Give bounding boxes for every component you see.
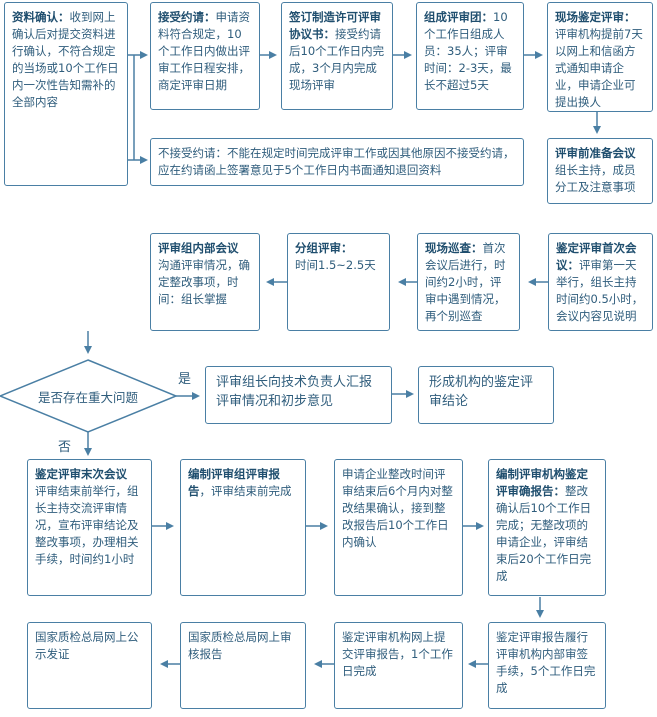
- decision-yes-label: 是: [178, 372, 192, 387]
- node-internal-meeting: 评审组内部会议沟通评审情况，确定整改事项，时间：组长掌握: [150, 233, 260, 331]
- node-reject-invitation: 不接受约请：不能在规定时间完成评审工作或因其他原因不接受约请，应在约请函上签署意…: [150, 138, 524, 186]
- node-prep-meeting: 评审前准备会议组长主持，成员分工及注意事项: [547, 138, 653, 204]
- decision-label: 是否存在重大问题: [37, 390, 138, 405]
- decision-no-label: 否: [58, 440, 72, 455]
- node-first-meeting: 鉴定评审首次会议：评审第一天举行，组长主持时间约0.5小时，会议内容见说明: [548, 233, 653, 331]
- node-onsite-review: 现场鉴定评审：评审机构提前7天以网上和信函方式通知申请企业，申请企业可提出换人: [547, 2, 653, 112]
- node-report-to-tech-lead: 评审组长向技术负责人汇报评审情况和初步意见: [205, 366, 392, 424]
- node-aqsiq-review: 国家质检总局网上审核报告: [180, 622, 306, 709]
- node-agency-report: 编制评审机构鉴定评审确报告：整改确认后10个工作日完成；无整改项的申请企业，评审…: [488, 459, 606, 596]
- node-form-team: 组成评审团：10个工作日组成人员：35人；评审时间：2-3天，最长不超过5天: [416, 2, 524, 110]
- node-internal-signoff: 鉴定评审报告履行评审机构内部审签手续，5个工作日完成: [488, 622, 606, 709]
- node-online-submit: 鉴定评审机构网上提交评审报告，1个工作日完成: [334, 622, 463, 709]
- node-aqsiq-publish: 国家质检总局网上公示发证: [27, 622, 152, 709]
- node-rectification: 申请企业整改时间评审结束后6个月内对整改结果确认，接到整改报告后10个工作日内确…: [334, 459, 463, 596]
- node-group-review: 分组评审：时间1.5~2.5天: [287, 233, 390, 331]
- node-final-meeting: 鉴定评审末次会议评审结束前举行，组长主持交流评审情况，宣布评审结论及整改事项，办…: [27, 459, 152, 596]
- node-data-confirmation: 资料确认：收到网上确认后对提交资料进行确认，不符合规定的当场或10个工作日内一次…: [4, 2, 128, 186]
- node-team-report: 编制评审组评审报告，评审结束前完成: [180, 459, 306, 596]
- node-accept-invitation: 接受约请：申请资料符合规定，10个工作日内做出评审工作日程安排，商定评审日期: [150, 2, 260, 110]
- node-sign-agreement: 签订制造许可评审协议书：接受约请后10个工作日内完成，3个月内完成现场评审: [281, 2, 393, 110]
- node-form-conclusion: 形成机构的鉴定评审结论: [418, 366, 554, 424]
- node-site-inspection: 现场巡查：首次会议后进行，时间约2小时，评审中遇到情况，再个别巡查: [417, 233, 520, 331]
